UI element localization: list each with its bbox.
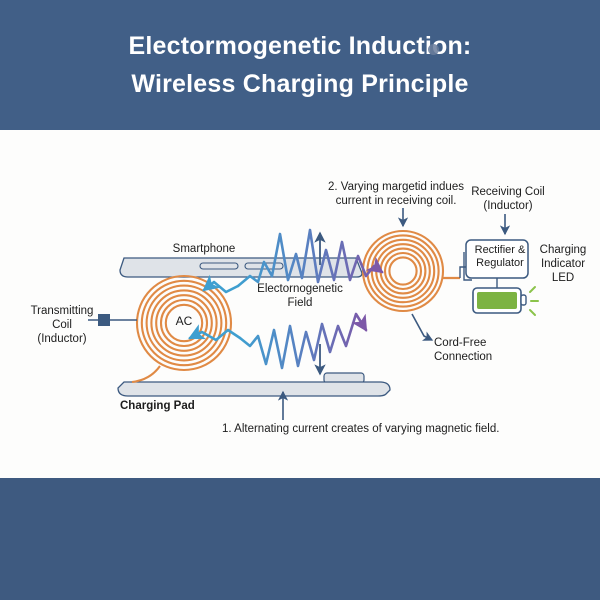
label-transmitting-coil: Transmitting Coil (Inductor) [30, 305, 94, 345]
label-charging-pad: Charging Pad [120, 400, 195, 412]
transmitting-coil-lead [131, 365, 161, 384]
wire-rectifier-return [463, 252, 472, 281]
label-smartphone: Smartphone [172, 243, 236, 255]
smartphone-icon [119, 257, 363, 278]
zigzag-wave-icon-lower [188, 312, 368, 370]
header-band: Electormogenetic Induction: Wireless Cha… [0, 0, 600, 130]
label-receiving-coil: Receiving Coil (Inductor) [471, 186, 545, 212]
callout-arrow-cordfree [411, 313, 434, 341]
receiving-coil-icon [361, 229, 445, 313]
zigzag-wave-icon [202, 228, 384, 294]
diagram-canvas: Transmitting Coil (Inductor) Smartphone … [0, 130, 600, 478]
charging-pad-icon [117, 372, 391, 397]
battery-icon [472, 287, 527, 314]
annotation-step-1: 1. Alternating current creates of varyin… [222, 423, 500, 435]
page-title-line-2: Wireless Charging Principle [131, 70, 469, 98]
page-title-line-1: Electormogenetic Induction: [128, 32, 472, 60]
transmitter-connector [88, 314, 137, 326]
footer-band [0, 478, 600, 600]
label-charging-indicator-led: Charging Indicator LED [539, 244, 587, 284]
led-glow-icon [529, 286, 539, 316]
transmitting-coil-icon [135, 274, 233, 372]
label-rectifier-regulator: Rectifier & Regulator [474, 244, 526, 269]
title-smudge-artifact [428, 44, 439, 55]
label-ac-source: AC [175, 314, 193, 328]
square-node-icon [98, 314, 110, 326]
annotation-step-2: 2. Varying margetid indues current in re… [328, 181, 464, 207]
wireless-charging-diagram [88, 208, 539, 420]
label-cord-free-connection: Cord-Free Connection [434, 337, 493, 363]
label-electromagnetic-field: Electornogenetic Field [257, 283, 343, 309]
